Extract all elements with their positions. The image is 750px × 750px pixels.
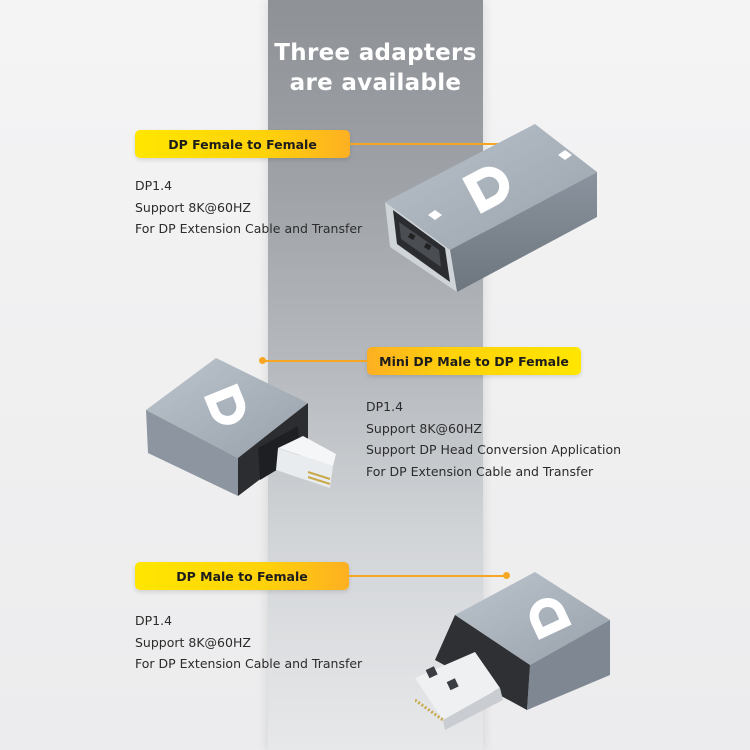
spec-version: DP1.4 [135,613,173,628]
specs-dp-female-to-female: DP1.4 Support 8K@60HZ For DP Extension C… [135,175,362,240]
leader-line [263,360,367,362]
leader-line [350,143,507,145]
page-headline: Three adapters are available [268,38,483,98]
spec-usage: For DP Extension Cable and Transfer [135,656,363,671]
adapter-label: Mini DP Male to DP Female [379,353,569,369]
dp-male-to-female-adapter-image [415,572,610,730]
background-gray-band [268,0,483,750]
leader-line [349,575,507,577]
mini-dp-male-to-dp-female-adapter-image [146,358,336,496]
spec-resolution: Support 8K@60HZ [135,199,251,215]
label-mini-dp-male-to-dp-female: Mini DP Male to DP Female [367,347,581,375]
headline-line-1: Three adapters [274,40,477,66]
adapter-label: DP Male to Female [176,568,308,584]
leader-dot [259,357,266,364]
headline-line-2: are available [289,70,462,96]
label-dp-male-to-female: DP Male to Female [135,562,349,590]
spec-application: Support DP Head Conversion Application [366,442,622,457]
specs-mini-dp-male-to-dp-female: DP1.4 Support 8K@60HZ Support DP Head Co… [366,396,621,482]
spec-version: DP1.4 [366,399,404,414]
specs-dp-male-to-female: DP1.4 Support 8K@60HZ For DP Extension C… [135,610,362,675]
spec-resolution: Support 8K@60HZ [135,634,251,650]
spec-usage: For DP Extension Cable and Transfer [366,463,594,479]
spec-version: DP1.4 [135,178,173,193]
leader-dot [503,572,510,579]
spec-resolution: Support 8K@60HZ [366,420,482,436]
label-dp-female-to-female: DP Female to Female [135,130,350,158]
dp-female-to-female-adapter-image [385,124,597,292]
spec-usage: For DP Extension Cable and Transfer [135,221,363,236]
adapter-label: DP Female to Female [168,136,317,152]
